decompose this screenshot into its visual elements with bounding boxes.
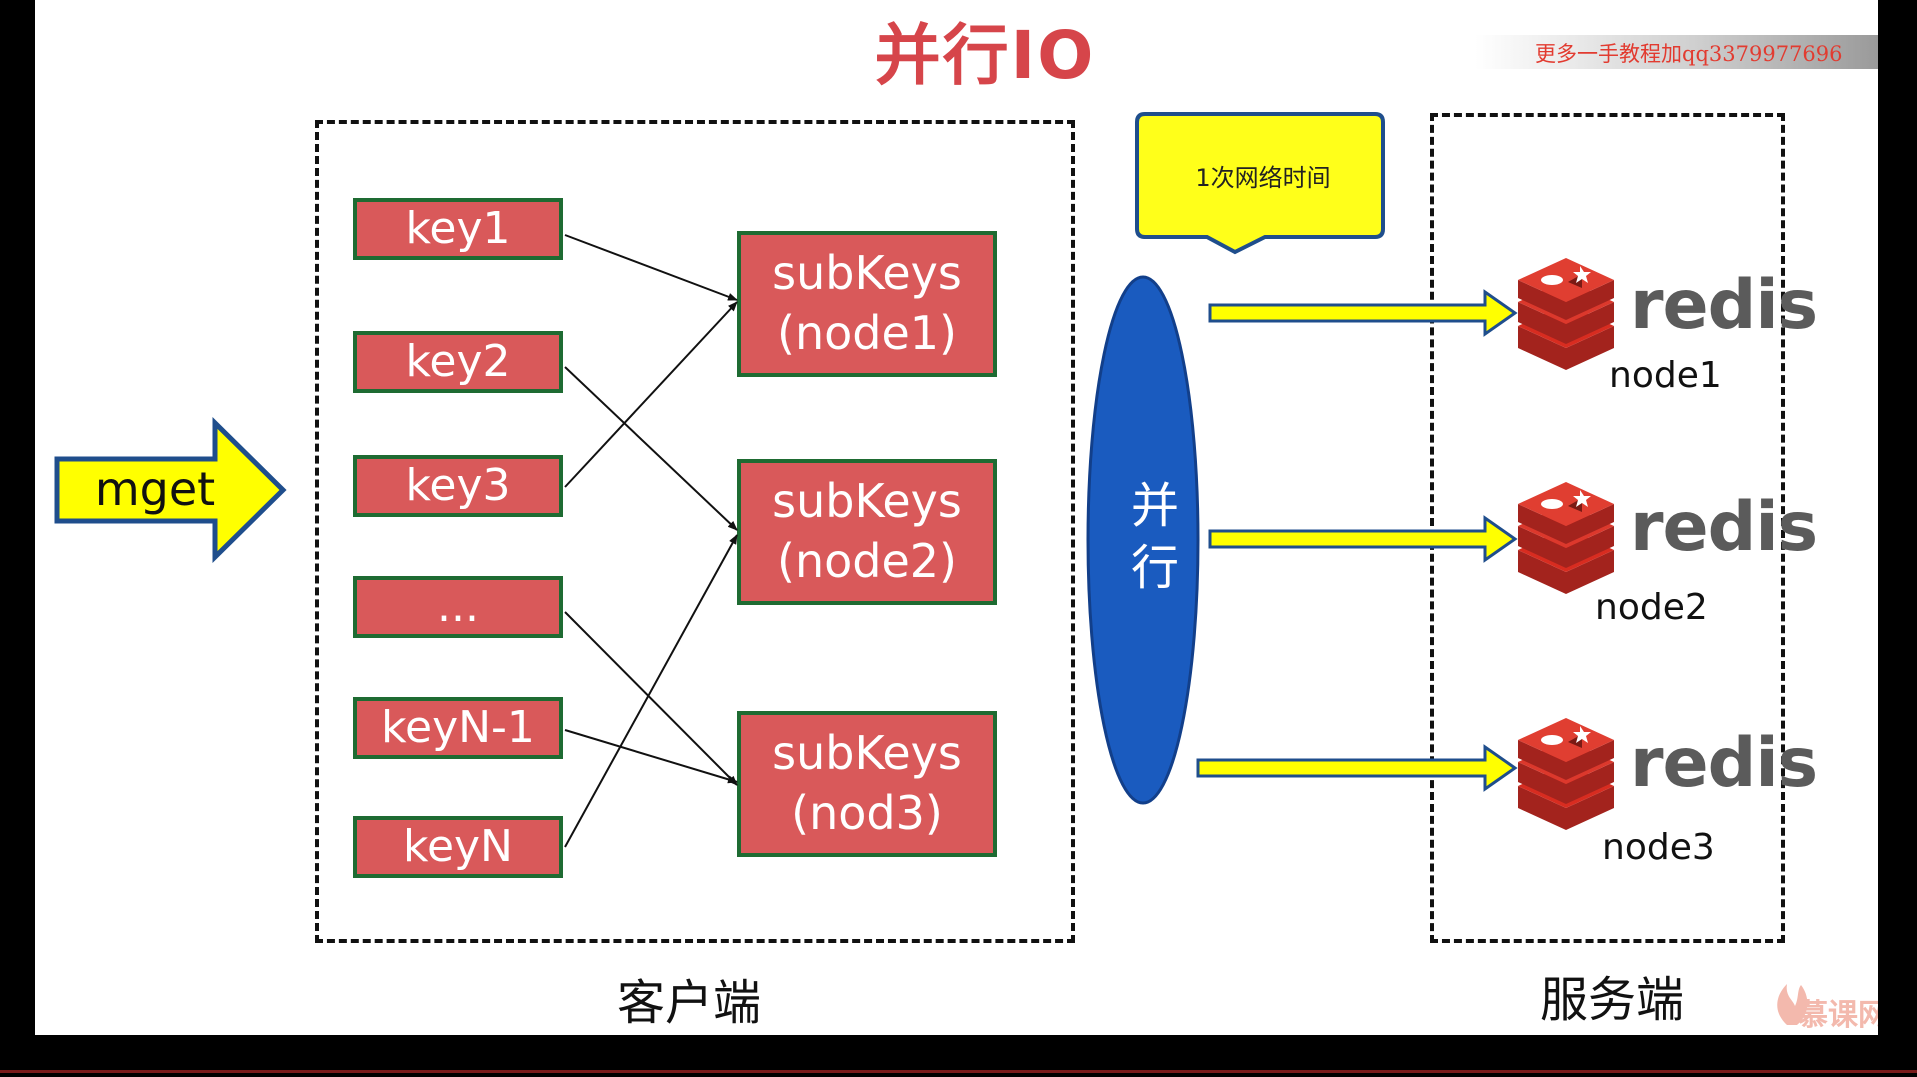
redis-wordmark: redis (1630, 724, 1818, 803)
subkeys-node: (node1) (777, 306, 957, 360)
callout-text: 1次网络时间 (1195, 164, 1331, 192)
redis-wordmark: redis (1630, 488, 1818, 567)
parallel-char: 行 (1130, 540, 1179, 596)
client-group-box (315, 120, 1075, 943)
subkeys-box-node1: subKeys (node1) (737, 231, 997, 377)
watermark-text: 更多一手教程加qq3379977696 (1535, 42, 1843, 66)
key-box: key3 (353, 455, 563, 517)
node-label: node1 (1609, 355, 1722, 396)
key-box: ... (353, 576, 563, 638)
subkeys-box-node3: subKeys (nod3) (737, 711, 997, 857)
parallel-char: 并 (1130, 478, 1179, 534)
key-box: key1 (353, 198, 563, 260)
subkeys-node: (node2) (777, 534, 957, 588)
server-label: 服务端 (1540, 972, 1685, 1028)
mget-label: mget (94, 462, 216, 516)
key-box: key2 (353, 331, 563, 393)
brand-logo-text: 慕课网 (1798, 998, 1878, 1033)
key-box: keyN (353, 816, 563, 878)
subkeys-node: (nod3) (791, 786, 943, 840)
parallel-label: 并 行 (1110, 475, 1200, 599)
node-label: node3 (1602, 827, 1715, 868)
subkeys-box-node2: subKeys (node2) (737, 459, 997, 605)
subkeys-title: subKeys (772, 726, 962, 780)
watermark-banner: 更多一手教程加qq3379977696 (1475, 35, 1878, 69)
slide: 并行IO 更多一手教程加qq3379977696 key1 key2 key3 … (35, 0, 1878, 1035)
key-box: keyN-1 (353, 697, 563, 759)
subkeys-title: subKeys (772, 246, 962, 300)
redis-wordmark: redis (1630, 266, 1818, 345)
client-label: 客户端 (617, 975, 762, 1031)
bottom-divider (0, 1070, 1917, 1073)
subkeys-title: subKeys (772, 474, 962, 528)
slide-title: 并行IO (874, 17, 1096, 94)
node-label: node2 (1595, 587, 1708, 628)
